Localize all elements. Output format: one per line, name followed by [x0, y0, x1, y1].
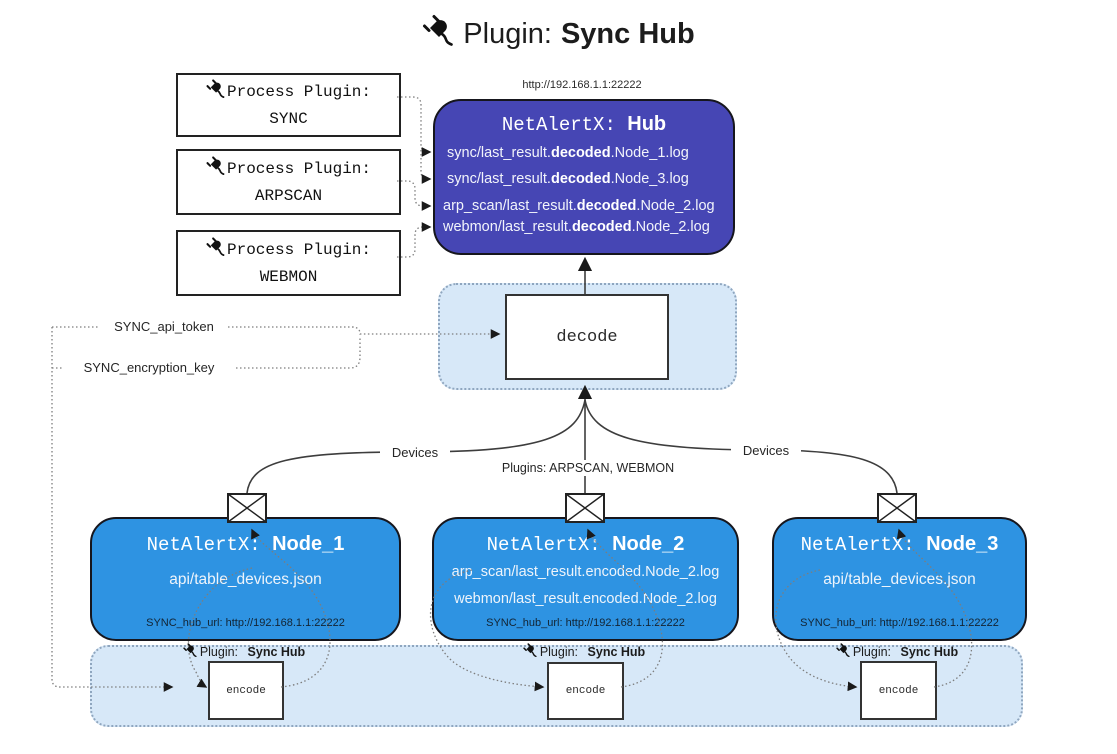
plug-icon: [206, 156, 225, 184]
encode-box: encode: [208, 661, 284, 720]
encode-plugin-label: Plugin: Sync Hub: [817, 643, 977, 660]
hub-url-label: http://192.168.1.1:22222: [522, 79, 642, 91]
encode-label: encode: [878, 684, 919, 697]
edge-label-devices-right: Devices: [731, 442, 801, 459]
node-hub-url: SYNC_hub_url: http://192.168.1.1:22222: [486, 617, 685, 629]
encode-box: encode: [547, 662, 624, 720]
config-label-encryption-key: SYNC_encryption_key: [62, 359, 236, 376]
config-label-api-token: SYNC_api_token: [100, 318, 228, 335]
process-plugin-box-sync: Process Plugin: SYNC: [176, 73, 401, 137]
process-plugin-name: ARPSCAN: [254, 186, 323, 205]
node-title: NetAlertX: Node_3: [800, 533, 999, 556]
encode-plugin-label: Plugin: Sync Hub: [504, 643, 664, 660]
hub-box: NetAlertX: Hub sync/last_result.decoded.…: [433, 99, 735, 255]
node-hub-url: SYNC_hub_url: http://192.168.1.1:22222: [146, 617, 345, 629]
node-box-node-3: NetAlertX: Node_3 api/table_devices.json…: [772, 517, 1027, 641]
encode-label: encode: [565, 685, 606, 697]
decode-box: decode: [505, 294, 669, 380]
title-name: Sync Hub: [560, 17, 695, 50]
process-plugin-label: Process Plugin:: [226, 160, 372, 179]
hub-log-line: webmon/last_result.decoded.Node_2.log: [443, 219, 710, 235]
node-file: api/table_devices.json: [169, 571, 322, 588]
title-prefix: Plugin:: [463, 17, 552, 50]
hub-log-line: sync/last_result.decoded.Node_3.log: [447, 171, 689, 187]
hub-log-line: sync/last_result.decoded.Node_1.log: [447, 145, 689, 161]
envelope-icon: [565, 493, 605, 523]
node-hub-url: SYNC_hub_url: http://192.168.1.1:22222: [800, 617, 999, 629]
node-file: webmon/last_result.encoded.Node_2.log: [454, 591, 717, 607]
process-plugin-box-webmon: Process Plugin: WEBMON: [176, 230, 401, 296]
plug-icon: [206, 237, 225, 265]
node-box-node-1: NetAlertX: Node_1 api/table_devices.json…: [90, 517, 401, 641]
node-title: NetAlertX: Node_2: [486, 533, 685, 556]
plug-icon: [523, 643, 537, 660]
page-title: Plugin: Sync Hub: [0, 14, 1117, 54]
encode-box: encode: [860, 661, 937, 720]
envelope-icon: [877, 493, 917, 523]
hub-log-line: arp_scan/last_result.decoded.Node_2.log: [443, 198, 715, 214]
encode-label: encode: [226, 684, 266, 697]
hub-title: NetAlertX: Hub: [501, 113, 667, 136]
process-plugin-name: SYNC: [269, 109, 308, 128]
decode-label: decode: [556, 327, 618, 347]
process-plugin-box-arpscan: Process Plugin: ARPSCAN: [176, 149, 401, 215]
plug-icon: [183, 643, 197, 660]
plug-icon: [422, 14, 454, 54]
node-file: arp_scan/last_result.encoded.Node_2.log: [451, 564, 720, 580]
node-file: api/table_devices.json: [823, 571, 976, 588]
process-plugin-label: Process Plugin:: [226, 241, 372, 260]
edge-label-devices-left: Devices: [380, 444, 450, 461]
node-title: NetAlertX: Node_1: [146, 533, 345, 556]
process-plugin-name: WEBMON: [259, 267, 318, 286]
process-plugin-label: Process Plugin:: [226, 83, 372, 102]
edge-label-plugins: Plugins: ARPSCAN, WEBMON: [492, 460, 684, 476]
node-box-node-2: NetAlertX: Node_2 arp_scan/last_result.e…: [432, 517, 739, 641]
plug-icon: [206, 79, 225, 107]
plug-icon: [836, 643, 850, 660]
encode-plugin-label: Plugin: Sync Hub: [164, 643, 324, 660]
envelope-icon: [227, 493, 267, 523]
